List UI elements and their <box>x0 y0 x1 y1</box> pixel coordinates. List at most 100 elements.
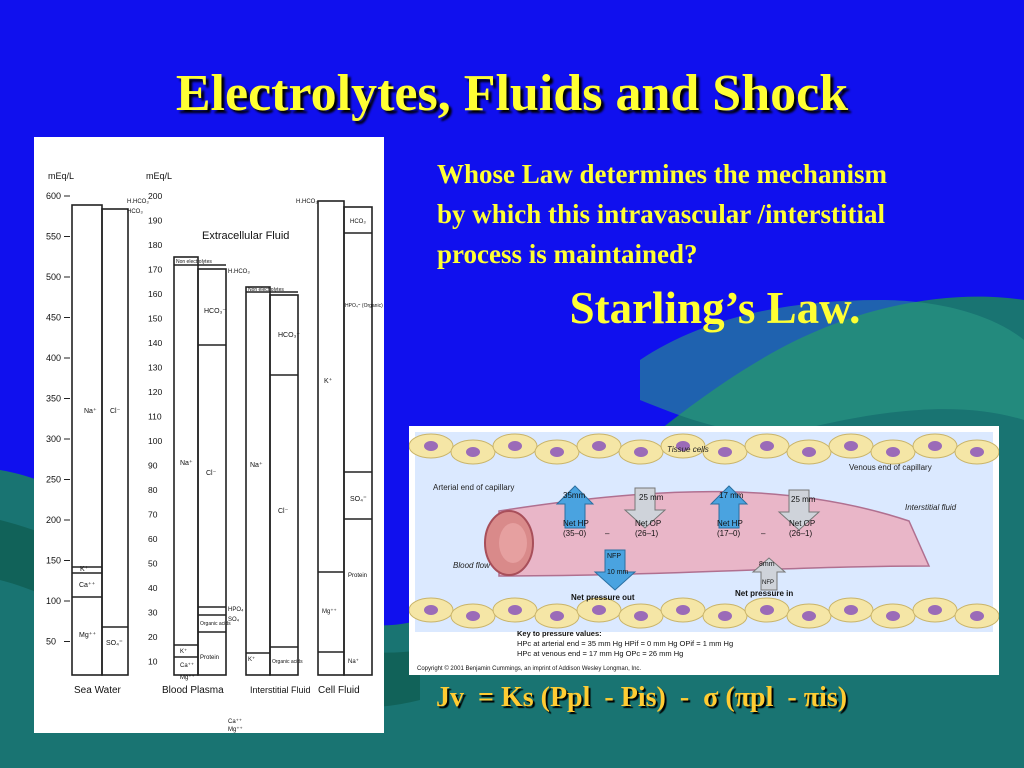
slide-title: Electrolytes, Fluids and Shock <box>175 65 849 122</box>
question-text: Whose Law determines the mechanism by wh… <box>437 154 1017 274</box>
ion-label: Ca⁺⁺ <box>180 662 194 669</box>
cell-nucleus <box>970 447 984 457</box>
ion-label: Non electrolytes <box>248 287 284 293</box>
ion-label: H.HCO₃ <box>127 199 149 205</box>
cell-nucleus <box>424 441 438 451</box>
cell-nucleus <box>676 605 690 615</box>
left-tick-label: 350 <box>46 394 61 404</box>
mid-tick-label: 110 <box>148 412 162 422</box>
left-tick-label: 550 <box>46 232 61 242</box>
cell-nucleus <box>466 447 480 457</box>
mid-tick-label: 120 <box>148 387 162 397</box>
ion-label: Organic acids <box>200 621 231 627</box>
left-tick-label: 200 <box>46 515 61 525</box>
left-tick-label: 500 <box>46 272 61 282</box>
ion-label: H.HCO₃ <box>296 199 318 205</box>
ion-label: Non electrolytes <box>176 259 212 265</box>
ion-label: Na⁺ <box>180 459 193 467</box>
svg-text:35mm: 35mm <box>563 491 586 500</box>
mid-tick-label: 70 <box>148 510 158 520</box>
svg-text:8mm: 8mm <box>759 561 775 568</box>
left-tick-label: 450 <box>46 313 61 323</box>
capillary-lumen <box>499 523 527 563</box>
nfp-out-arrow: NFP 10 mm <box>593 549 637 591</box>
tissue-cells-top <box>408 433 1000 465</box>
ion-label: Mg⁺⁺ <box>228 726 243 733</box>
cell-nucleus <box>760 441 774 451</box>
svg-text:NFP: NFP <box>607 553 621 560</box>
ion-label: Na⁺ <box>84 407 97 415</box>
cell-nucleus <box>592 605 606 615</box>
ion-label: SO₄ <box>228 617 240 623</box>
net-hp-arterial-value: (35–0) <box>563 529 586 538</box>
key-line: HPc at arterial end = 35 mm Hg HPif = 0 … <box>517 639 733 648</box>
cell-nucleus <box>802 447 816 457</box>
svg-text:17 mm: 17 mm <box>719 491 744 500</box>
ion-label: Cl⁻ <box>206 470 217 477</box>
cell-nucleus <box>718 611 732 621</box>
cell-nucleus <box>760 605 774 615</box>
mid-tick-label: 50 <box>148 559 158 569</box>
question-line: by which this intravascular /interstitia… <box>437 199 886 229</box>
extracellular-heading: Extracellular Fluid <box>202 230 289 242</box>
mid-tick-label: 160 <box>148 289 162 299</box>
tissue-cells-label: Tissue cells <box>667 445 709 454</box>
ion-label: Protein <box>348 573 367 579</box>
ion-label: H.HCO₃ <box>228 269 250 275</box>
minus-sign: – <box>605 529 610 538</box>
blood-flow-label: Blood flow <box>453 561 491 570</box>
left-axis-unit: mEq/L <box>48 171 74 181</box>
mid-tick-label: 10 <box>148 657 158 667</box>
cell-nucleus <box>508 441 522 451</box>
svg-text:10 mm: 10 mm <box>607 569 629 576</box>
ion-label: HCO₃⁻ <box>204 308 226 315</box>
cell-nucleus <box>508 605 522 615</box>
venous-hp-arrow: 17 mm <box>709 485 749 529</box>
mid-tick-label: 60 <box>148 534 158 544</box>
column-label-interstitial-fluid: Interstitial Fluid <box>250 685 311 695</box>
mid-tick-label: 140 <box>148 338 162 348</box>
cell-nucleus <box>424 605 438 615</box>
question-line: process is maintained? <box>437 239 698 269</box>
mid-axis-unit: mEq/L <box>146 171 172 181</box>
mid-tick-label: 130 <box>148 363 162 373</box>
cell-nucleus <box>844 605 858 615</box>
mid-tick-label: 90 <box>148 461 158 471</box>
cell-nucleus <box>928 605 942 615</box>
ion-label: HCO₃⁻ <box>278 332 300 339</box>
ion-label: HCO₃ <box>127 209 143 215</box>
cell-nucleus <box>550 611 564 621</box>
net-op-venous: Net OP <box>789 519 815 528</box>
nfp-in-arrow: 8mm NFP <box>751 557 787 591</box>
mid-tick-labels: 2001901801701601501401301201101009080706… <box>148 191 162 667</box>
cell-nucleus <box>802 611 816 621</box>
ion-label: HPO₄ <box>228 607 244 613</box>
ion-label: Na⁺ <box>250 461 263 469</box>
cell-nucleus <box>970 611 984 621</box>
net-pressure-out-label: Net pressure out <box>571 593 635 602</box>
svg-text:25 mm: 25 mm <box>639 493 664 502</box>
ion-label: HPO₄⁼ (Organic) <box>345 303 383 309</box>
mid-tick-label: 100 <box>148 436 162 446</box>
ion-label: SO₄⁼ <box>350 496 367 503</box>
cell-nucleus <box>592 441 606 451</box>
cell-nucleus <box>634 447 648 457</box>
cell-nucleus <box>844 441 858 451</box>
cell-nucleus <box>718 447 732 457</box>
left-tick-label: 400 <box>46 353 61 363</box>
mid-tick-label: 40 <box>148 583 158 593</box>
mid-tick-label: 80 <box>148 485 158 495</box>
ion-label: SO₄⁼ <box>106 640 123 647</box>
ion-label: Na⁺ <box>348 658 359 665</box>
ion-label: Mg⁺⁺ <box>322 608 337 615</box>
net-pressure-in-label: Net pressure in <box>735 589 793 598</box>
cell-nucleus <box>928 441 942 451</box>
cell-nucleus <box>466 611 480 621</box>
svg-text:25 mm: 25 mm <box>791 495 816 504</box>
ion-label: Ca⁺⁺ <box>79 581 96 589</box>
ion-label: Cl⁻ <box>278 508 289 515</box>
key-line: HPc at venous end = 17 mm Hg OPc = 26 mm… <box>517 649 683 658</box>
mid-tick-label: 170 <box>148 265 162 275</box>
capillary-diagram-svg: Tissue cells Arterial end of capillary V… <box>408 432 1000 672</box>
